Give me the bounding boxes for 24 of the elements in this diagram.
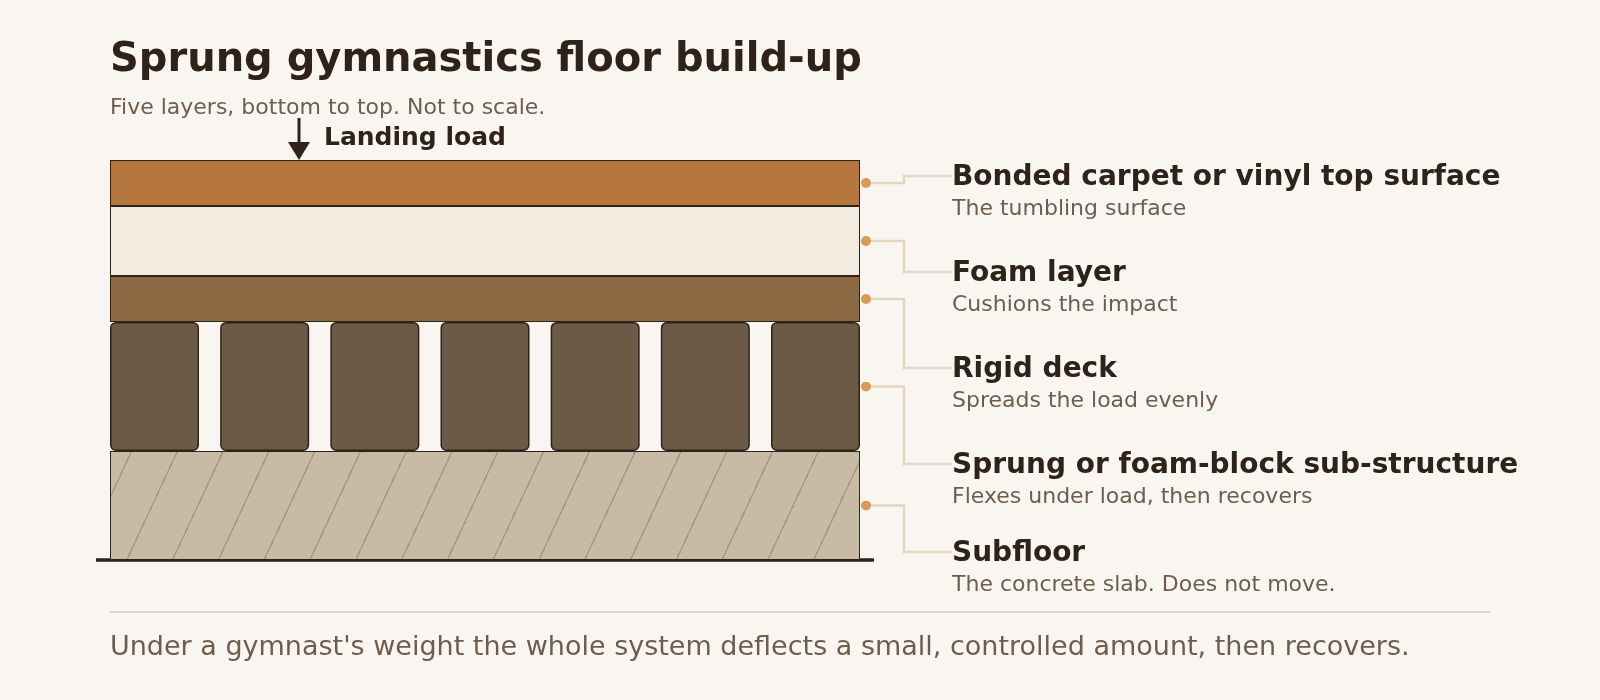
- layer-description: Flexes under load, then recovers: [952, 482, 1314, 510]
- subtitle: Five layers, bottom to top. Not to scale.: [110, 94, 546, 119]
- leader-line: [861, 174, 952, 188]
- top-surface-layer: [110, 160, 860, 206]
- layer-name: Foam layer: [952, 254, 1127, 290]
- leader-line: [861, 236, 952, 274]
- title: Sprung gymnastics floor build-up: [110, 34, 862, 80]
- concrete-slab: [110, 451, 860, 560]
- leader-line: [861, 381, 952, 466]
- layer-name: Sprung or foam-block sub-structure: [952, 446, 1520, 482]
- caption: Under a gymnast's weight the whole system deflects a small, controlled amount, then recovers.: [110, 630, 1410, 661]
- layer-name: Rigid deck: [952, 350, 1118, 386]
- rigid-deck-layer: [110, 276, 860, 322]
- layer-description: Spreads the load evenly: [952, 386, 1220, 414]
- foam-block-drawing: [110, 322, 860, 451]
- layer-description: The concrete slab. Does not move.: [952, 570, 1337, 598]
- layer-name: Subfloor: [952, 534, 1087, 570]
- leader-line: [861, 294, 952, 370]
- leader-line: [861, 500, 952, 554]
- layer-description: The tumbling surface: [952, 194, 1188, 222]
- layer-description: Cushions the impact: [952, 290, 1179, 318]
- foam-layer: [110, 206, 860, 276]
- load-label: Landing load: [324, 122, 506, 151]
- layer-name: Bonded carpet or vinyl top surface: [952, 158, 1502, 194]
